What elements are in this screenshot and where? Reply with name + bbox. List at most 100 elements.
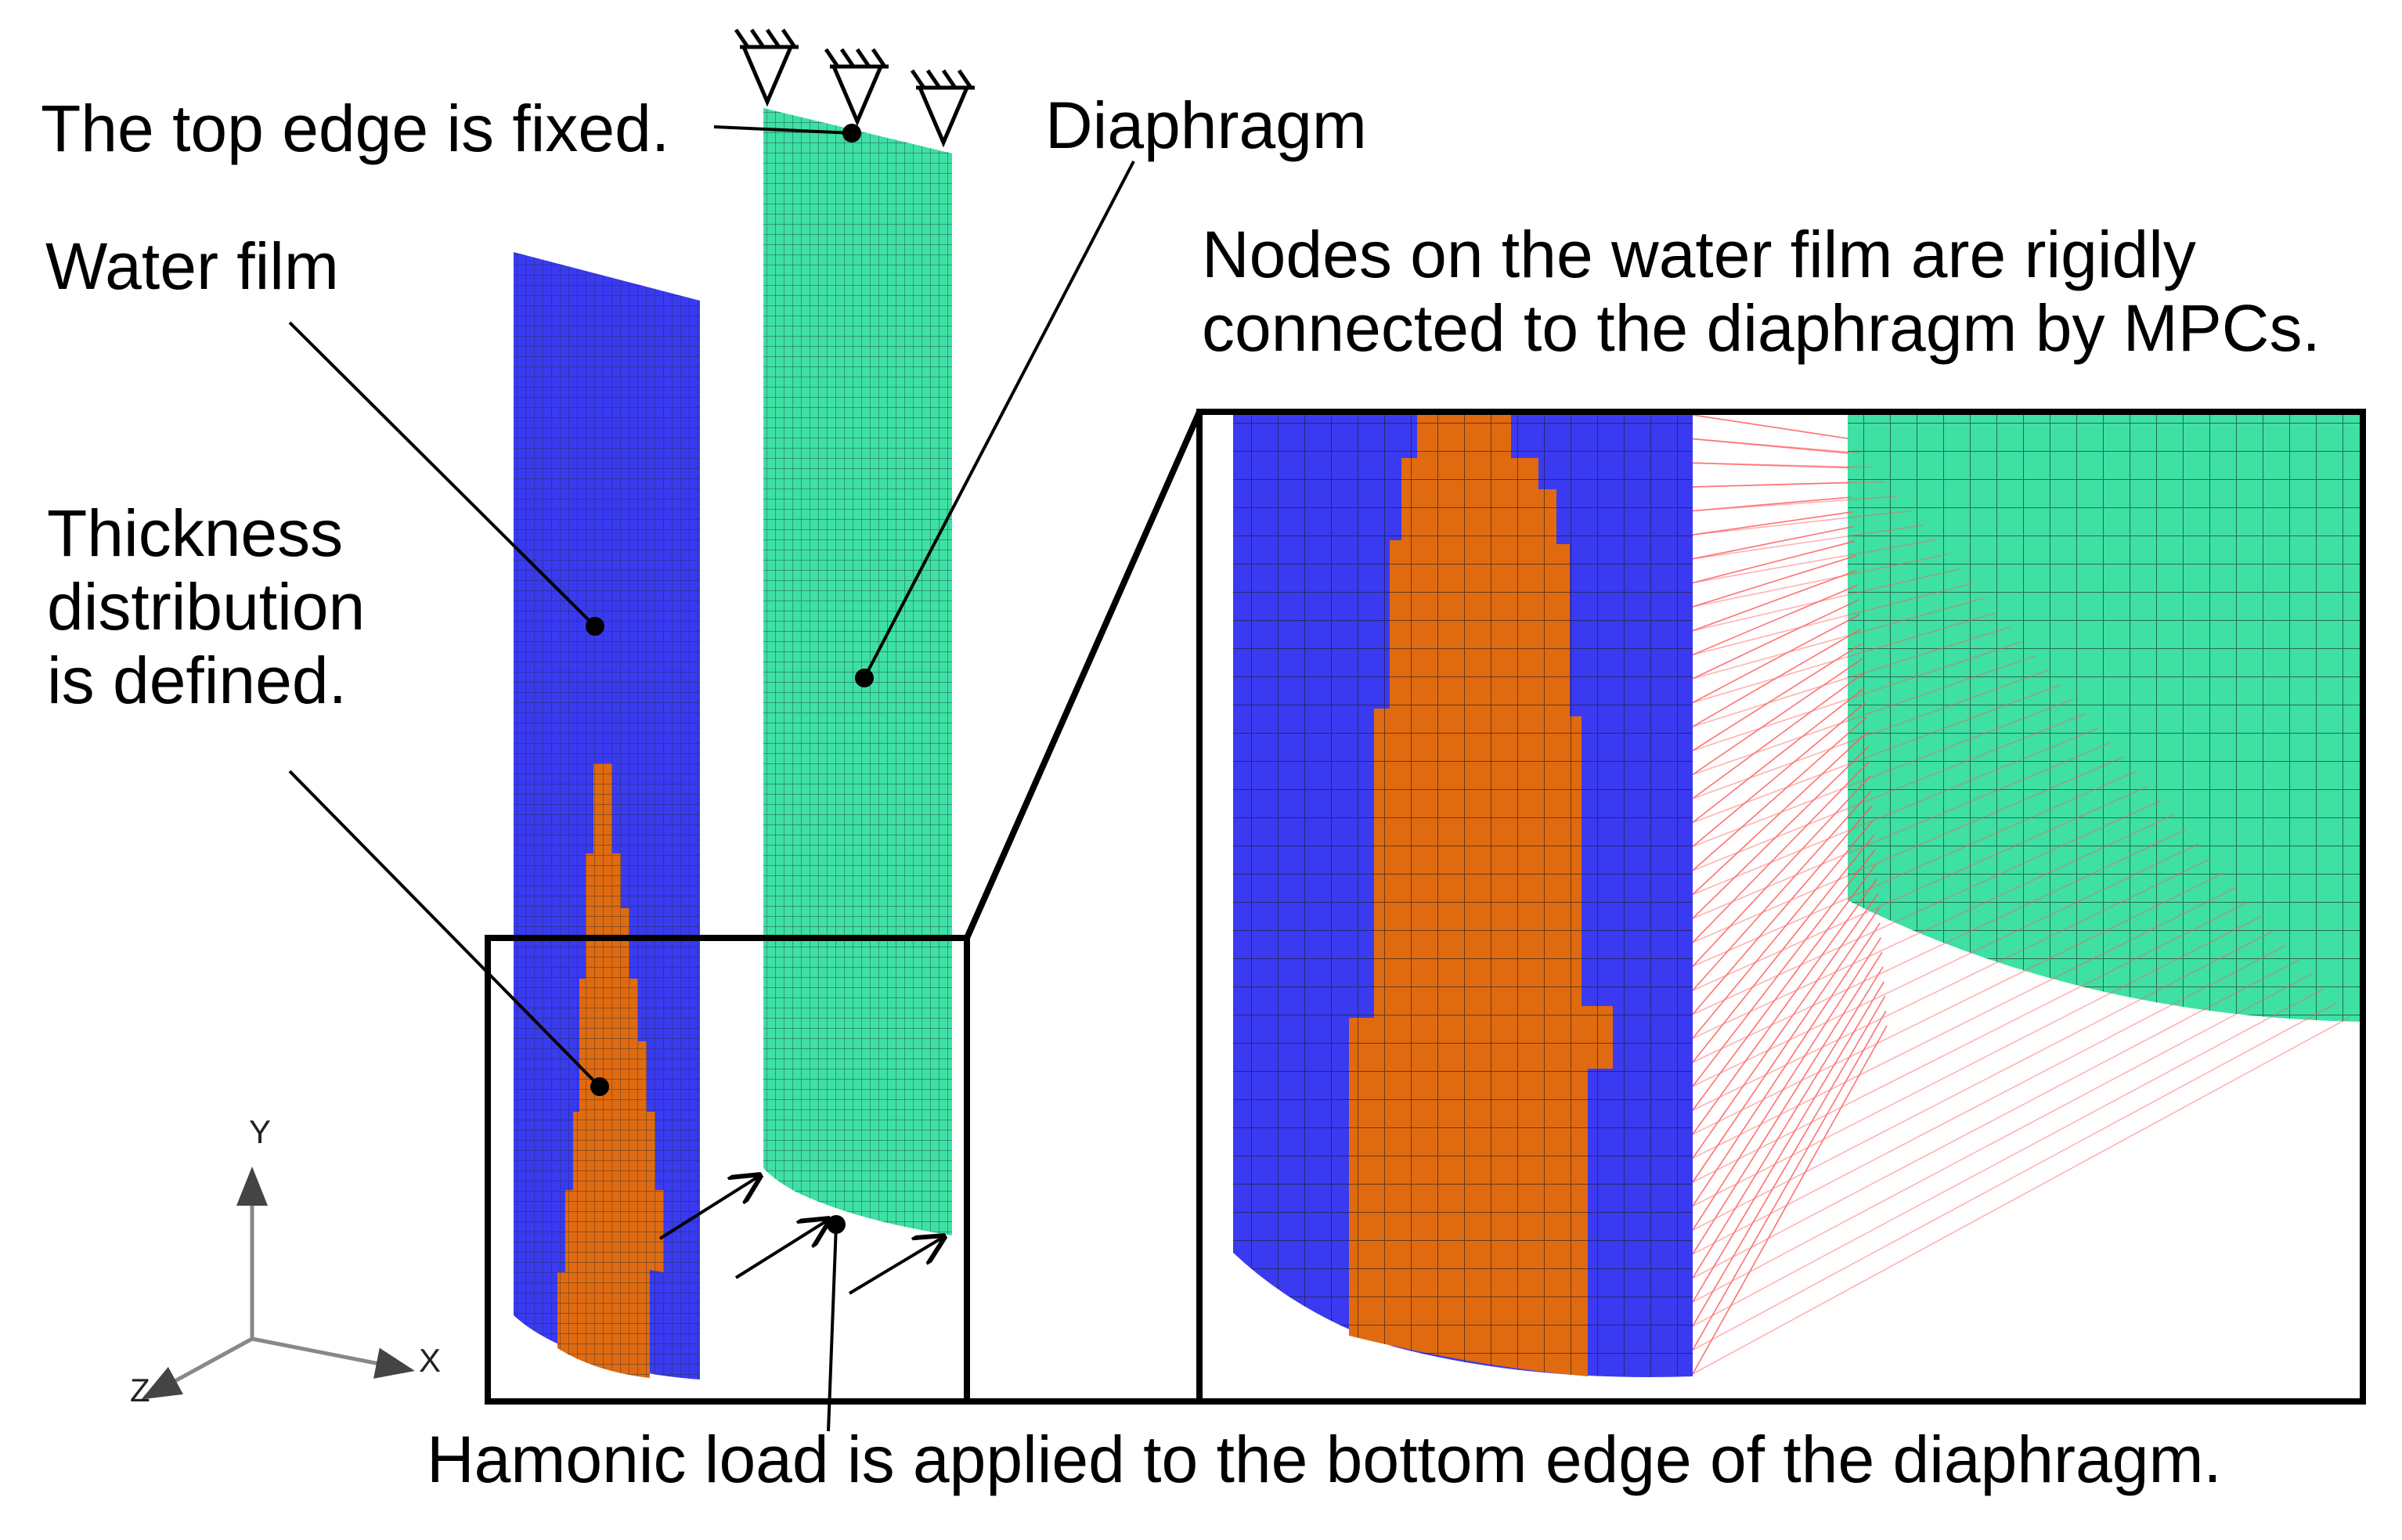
mpc-link-line [1692, 554, 1949, 608]
mpc-link-line [1692, 658, 1863, 776]
mpc-link-line [1692, 597, 1986, 680]
mpc-link-line [1692, 951, 1883, 1255]
mpc-link-line [1692, 819, 1874, 1039]
thickness-label: Thickness distribution is defined. [47, 496, 366, 718]
mpc-link-line [1692, 907, 1880, 1183]
mpc-link-line [1692, 727, 2099, 896]
mpc-link-line [1692, 687, 1865, 824]
mpc-link-line [1692, 438, 1849, 454]
mpc-link-line [1692, 462, 1850, 469]
mpc-link-line [1692, 731, 1868, 896]
mpc-link-line [1692, 901, 2249, 1183]
water-film-panel [514, 252, 700, 1380]
mpc-link-line [1692, 775, 1871, 967]
mpc-link-line [1692, 973, 2312, 1303]
axis-z-label: Z [130, 1372, 150, 1408]
mpc-link-line [1692, 525, 1854, 560]
mpc-link-line [1692, 712, 2086, 871]
mpc-link-line [1692, 828, 2187, 1063]
mpc-link-line [1692, 716, 1867, 871]
water-film-label: Water film [45, 229, 339, 303]
mpc-link-line [1692, 834, 1875, 1063]
mpc-link-line [1692, 626, 2011, 727]
mpc-link-line [1692, 629, 1861, 727]
mpc-link-line [1692, 698, 2074, 848]
mpc-link-line [1692, 568, 1961, 632]
mpc-link-line [1692, 614, 1860, 704]
mpc-link-line [1692, 805, 1873, 1015]
mpc-link-line [1692, 511, 1853, 536]
load-arrow-icon [658, 1176, 943, 1295]
mpc-link-line [1692, 981, 1884, 1303]
fixed-support-icon [734, 28, 975, 148]
mpc-link-line [1692, 539, 1936, 584]
mpc-link-line [1692, 814, 2174, 1040]
zoom-connector [964, 410, 1203, 1405]
mpc-link-line [1692, 756, 2124, 943]
mpc-link-line [1692, 510, 1911, 536]
diaphragm-label: Diaphragm [1045, 88, 1367, 162]
mpc-link-line [1692, 701, 1866, 847]
zoomed-view [1199, 412, 2363, 1401]
mpc-link-line [1692, 872, 2224, 1135]
zoom-frame [1196, 409, 2366, 1405]
mpc-link-line [1692, 1002, 2337, 1351]
mpc-link-line [1692, 414, 1848, 439]
mpc-link-line [1692, 481, 1851, 488]
mpc-link-line [1692, 582, 1974, 656]
mpc-link-line [1692, 878, 1878, 1135]
mpc-link-line [1692, 496, 1899, 512]
mpc-link-line [1692, 770, 2137, 968]
mpc-link-line [1692, 886, 2237, 1160]
mpc-link-line [1692, 643, 1862, 752]
mpc-link-line [1692, 599, 1859, 680]
mpc-link-line [1692, 937, 1882, 1231]
leader-dots [586, 124, 874, 1234]
mpc-link-line [1692, 857, 2212, 1111]
mpc-link-line [1692, 655, 2036, 776]
mpc-label: Nodes on the water film are rigidly conn… [1202, 218, 2321, 366]
mpc-link-line [1692, 959, 2299, 1279]
mpc-link-line [1692, 996, 1886, 1327]
mpc-link-line [1692, 893, 1879, 1159]
mpc-link-line [1692, 525, 1924, 560]
coordinate-axes: Y X Z [130, 1113, 441, 1408]
mpc-link-line [1692, 864, 1877, 1111]
mpc-link-line [1692, 570, 1857, 632]
mpc-link-line [1692, 944, 2287, 1255]
mpc-link-line [1692, 640, 2024, 752]
leader-lines [288, 125, 1135, 1432]
detail-box [485, 935, 970, 1405]
mpc-link-line [1692, 669, 2049, 799]
mpc-link-line [1692, 849, 1876, 1087]
mpc-link-line [1692, 785, 2149, 991]
mpc-link-line [1692, 496, 1852, 512]
mpc-link-line [1692, 746, 1869, 919]
axis-y-label: Y [249, 1113, 271, 1150]
mpc-link-line [1692, 915, 2262, 1207]
mpc-link-line [1692, 1010, 1887, 1351]
mpc-link-line [1692, 790, 1872, 991]
mpc-link-line [1692, 584, 1858, 656]
mpc-link-line [1692, 922, 1881, 1207]
mpc-link-line [1692, 673, 1864, 799]
mpc-link-line [1692, 760, 1870, 943]
mpc-link-line [1692, 540, 1855, 584]
mpc-link-line [1692, 799, 2162, 1015]
mpc-link-line [1692, 481, 1886, 488]
mpc-link-line [1692, 555, 1856, 608]
mpc-link-line [1692, 414, 1848, 439]
mpc-links [1692, 414, 2350, 1375]
load-label: Hamonic load is applied to the bottom ed… [427, 1423, 2222, 1496]
mpc-link-line [1692, 438, 1861, 454]
mpc-link-line [1692, 1017, 2350, 1375]
axis-x-label: X [419, 1342, 441, 1379]
mpc-link-line [1692, 683, 2061, 824]
mpc-link-line [1692, 843, 2199, 1087]
mpc-link-line [1692, 1025, 1888, 1375]
mpc-link-line [1692, 966, 1884, 1279]
mpc-link-line [1692, 611, 1999, 704]
mpc-link-line [1692, 988, 2324, 1327]
fixed-edge-label: The top edge is fixed. [41, 92, 670, 165]
